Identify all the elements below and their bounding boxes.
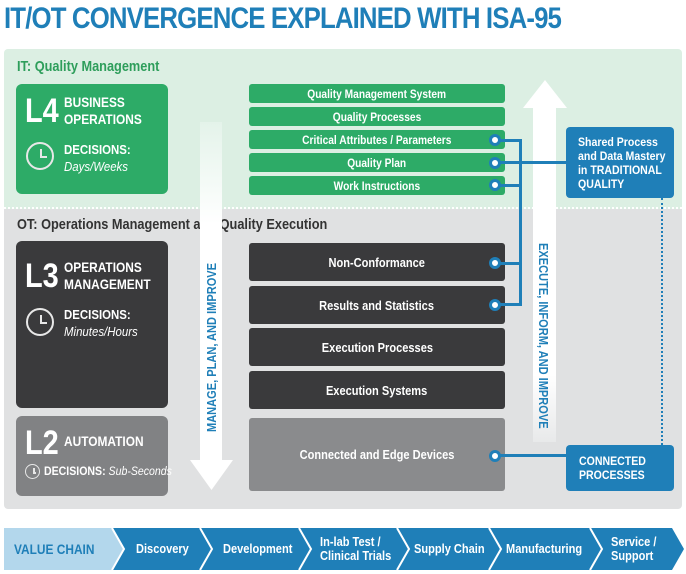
connector-line [496,184,522,187]
it-item-quality-management-system: Quality Management System [249,84,505,103]
decisions-label: DECISIONS: [44,464,106,478]
ot-item-results-and-statistics: Results and Statistics [249,286,505,324]
value-chain-label-bg [4,528,124,570]
down-arrow-label: MANAGE, PLAN, AND IMPROVE [204,262,219,432]
it-zone-label: IT: Quality Management [17,58,160,75]
level-l3-card: L3 OPERATIONS MANAGEMENT DECISIONS: Minu… [16,241,168,408]
value-chain-step: Supply Chain [414,541,485,556]
it-item-quality-processes: Quality Processes [249,107,505,126]
value-chain-step: Service / [611,534,657,549]
value-chain-bar [4,528,684,570]
connector-line [496,161,566,164]
ot-item-connected-edge-devices: Connected and Edge Devices [249,418,505,491]
value-chain-step: In-lab Test / [320,534,381,549]
value-chain-step-bg [299,528,409,570]
connector-dot [489,257,501,269]
ot-zone-label: OT: Operations Management and Quality Ex… [17,216,328,233]
ot-item-non-conformance: Non-Conformance [249,243,505,281]
it-item-quality-plan: Quality Plan [249,153,505,172]
value-chain-step-bg [489,528,602,570]
value-chain-step-line2: Clinical Trials [320,548,392,563]
clock-icon [26,308,54,336]
level-name-line2: MANAGEMENT [64,276,151,292]
connector-line [496,262,522,265]
up-arrow-head [523,80,567,108]
callout-line: and Data Mastery [578,149,666,163]
ot-item-execution-systems: Execution Systems [249,371,505,409]
callout-line: CONNECTED [579,454,646,468]
clock-icon [26,142,54,170]
page-title: IT/OT CONVERGENCE EXPLAINED WITH ISA-95 [4,2,562,35]
up-arrow-label: EXECUTE, INFORM, AND IMPROVE [536,243,551,429]
decisions-value: Days/Weeks [64,159,129,174]
level-name-line2: OPERATIONS [64,111,142,127]
decisions-label: DECISIONS: [64,142,131,157]
connector-dot [489,134,501,146]
connected-processes-callout: CONNECTED PROCESSES [566,445,674,491]
value-chain-step-bg [112,528,212,570]
connector-dot [489,450,501,462]
zone-divider [4,207,682,209]
connector-line [496,139,522,142]
dotted-connector [661,198,663,445]
connector-line [519,139,522,305]
shared-process-callout: Shared Process and Data Mastery in TRADI… [566,127,674,198]
decisions-label: DECISIONS: [64,307,131,322]
value-chain-step-bg [200,528,311,570]
callout-line: QUALITY [578,177,625,191]
level-number: L3 [25,257,59,295]
decisions-value: Sub-Seconds [108,464,172,478]
connector-dot [489,299,501,311]
clock-icon [25,464,40,479]
down-arrow-head [190,460,233,490]
level-l2-card: L2 AUTOMATION DECISIONS: Sub-Seconds [16,416,172,496]
connector-line [496,303,522,306]
value-chain-label: VALUE CHAIN [14,541,95,557]
level-name-line1: BUSINESS [64,94,125,110]
up-arrow-shaft [533,107,556,442]
value-chain-step-bg [397,528,501,570]
level-name-line1: OPERATIONS [64,259,142,275]
it-item-critical-attributes: Critical Attributes / Parameters [249,130,505,149]
connector-dot [489,157,501,169]
down-arrow-shaft [200,122,222,462]
callout-line: in TRADITIONAL [578,163,662,177]
it-item-work-instructions: Work Instructions [249,176,505,195]
decisions-value: Minutes/Hours [64,324,138,339]
value-chain-step-line2: Support [611,548,654,563]
value-chain-step: Development [223,541,293,556]
level-number: L2 [25,424,59,462]
level-number: L4 [25,92,59,130]
value-chain-step: Discovery [136,541,189,556]
value-chain-step: Manufacturing [506,541,583,556]
callout-line: PROCESSES [579,468,645,482]
ot-item-execution-processes: Execution Processes [249,328,505,366]
value-chain-step-bg [590,528,684,570]
connector-line [496,454,568,457]
connector-dot [489,179,501,191]
callout-line: Shared Process [578,135,658,149]
level-l4-card: L4 BUSINESS OPERATIONS DECISIONS: Days/W… [16,84,168,194]
level-name-line1: AUTOMATION [64,433,144,449]
